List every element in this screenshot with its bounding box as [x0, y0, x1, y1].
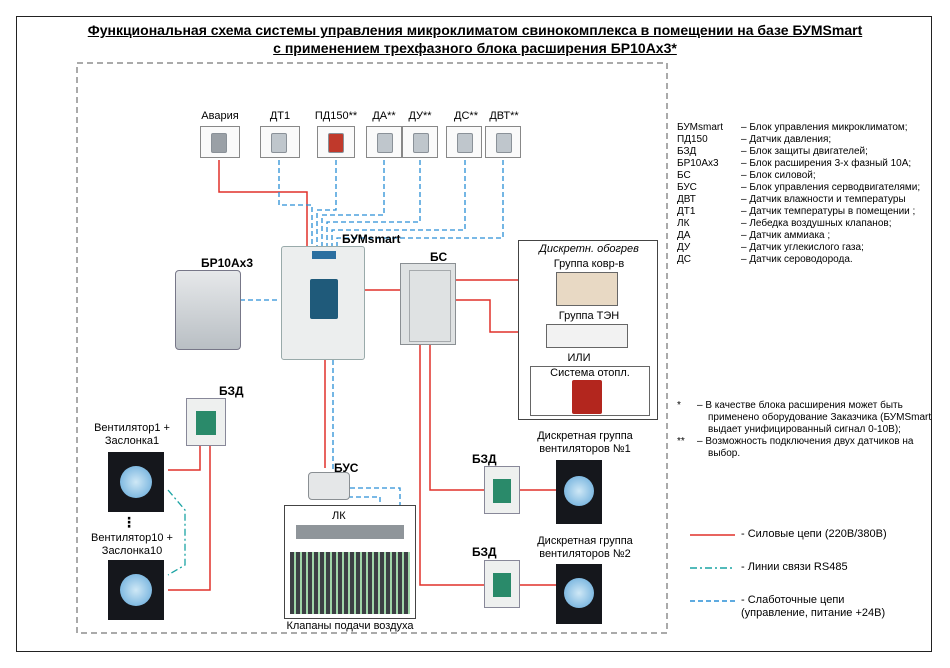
motor-protection-group2-icon [484, 560, 520, 608]
note2-line1: – Возможность подключения двух датчиков … [697, 436, 914, 447]
pressure-sensor-icon [317, 126, 355, 158]
key-power-label: - Силовые цепи (220В/380В) [741, 528, 887, 540]
h2s-sensor-icon [446, 126, 482, 158]
sensor-label-alarm: Авария [201, 110, 239, 122]
bzd-label-main: БЗД [219, 384, 244, 398]
heating-title: Дискретн. обогрев [539, 243, 639, 255]
diagram-title-line1: Функциональная схема системы управления … [87, 22, 863, 38]
fan1-label-line1: Вентилятор1 + [94, 422, 170, 434]
sensor-label-dvt: ДВТ** [489, 110, 519, 122]
bzd-label-group1: БЗД [472, 452, 497, 466]
temperature-sensor-icon [260, 126, 300, 158]
humidity-sensor-icon [485, 126, 521, 158]
note2-mark: ** [677, 436, 685, 447]
lk-label: ЛК [332, 510, 346, 522]
group1-fan-icon [556, 460, 602, 524]
fan1-icon [108, 452, 164, 512]
air-valves-icon [290, 552, 410, 614]
low-current-lines [240, 160, 504, 520]
bus-label: БУС [334, 461, 359, 475]
group2-label-line1: Дискретная группа [537, 535, 633, 547]
note1-line1: – В качестве блока расширения может быть [697, 400, 903, 411]
boiler-icon [572, 380, 602, 414]
heating-group2-label: Группа ТЭН [558, 310, 620, 322]
group1-label-line1: Дискретная группа [537, 430, 633, 442]
note1-line2: применено оборудование Заказчика (БУМSma… [708, 412, 932, 423]
ellipsis-marker: ⋮ [122, 514, 136, 530]
key-rs485-label: - Линии связи RS485 [741, 561, 848, 573]
fan10-label-line1: Вентилятор10 + [91, 532, 173, 544]
bumsmart-controller-icon [281, 246, 365, 360]
power-lines [168, 160, 556, 591]
room-boundary [76, 62, 668, 634]
br10-label: БР10Ах3 [201, 256, 253, 270]
alarm-siren-icon [200, 126, 240, 158]
ammonia-sensor-icon [366, 126, 402, 158]
group1-label-line2: вентиляторов №1 [539, 443, 631, 455]
fan1-label-line2: Заслонка1 [104, 435, 160, 447]
motor-protection-icon [186, 398, 226, 446]
diagram-title-line2: с применением трехфазного блока расширен… [273, 40, 677, 56]
note1-mark: * [677, 400, 681, 411]
key-low-label2: (управление, питание +24В) [741, 607, 886, 619]
drawing-frame [16, 16, 932, 652]
expansion-block-icon [175, 270, 241, 350]
heating-group1-label: Группа ковр-в [553, 258, 625, 270]
sensor-label-pd150: ПД150** [314, 110, 358, 122]
motor-protection-group1-icon [484, 466, 520, 514]
note1-line3: выдает унифицированный сигнал 0-10В); [708, 424, 901, 435]
sensor-label-dt1: ДТ1 [269, 110, 291, 122]
fan10-icon [108, 560, 164, 620]
sensor-label-du: ДУ** [408, 110, 432, 122]
heating-system-label: Система отопл. [550, 367, 630, 379]
valves-label: Клапаны подачи воздуха [286, 620, 414, 632]
bs-label: БС [430, 250, 448, 264]
heating-or-label: ИЛИ [567, 352, 591, 364]
heating-mat-icon [556, 272, 618, 306]
bumsmart-label: БУМsmart [342, 232, 401, 246]
key-low-label1: - Слаботочные цепи [741, 594, 845, 606]
co2-sensor-icon [402, 126, 438, 158]
heating-element-icon [546, 324, 628, 348]
winch-icon [296, 525, 404, 539]
note2-line2: выбор. [708, 448, 741, 459]
sensor-label-ds: ДС** [454, 110, 478, 122]
power-cabinet-icon [400, 263, 456, 345]
rs485-lines [167, 489, 186, 576]
sensor-label-da: ДА** [372, 110, 396, 122]
servo-controller-icon [308, 472, 350, 500]
fan10-label-line2: Заслонка10 [101, 545, 163, 557]
group2-label-line2: вентиляторов №2 [539, 548, 631, 560]
bzd-label-group2: БЗД [472, 545, 497, 559]
group2-fan-icon [556, 564, 602, 624]
